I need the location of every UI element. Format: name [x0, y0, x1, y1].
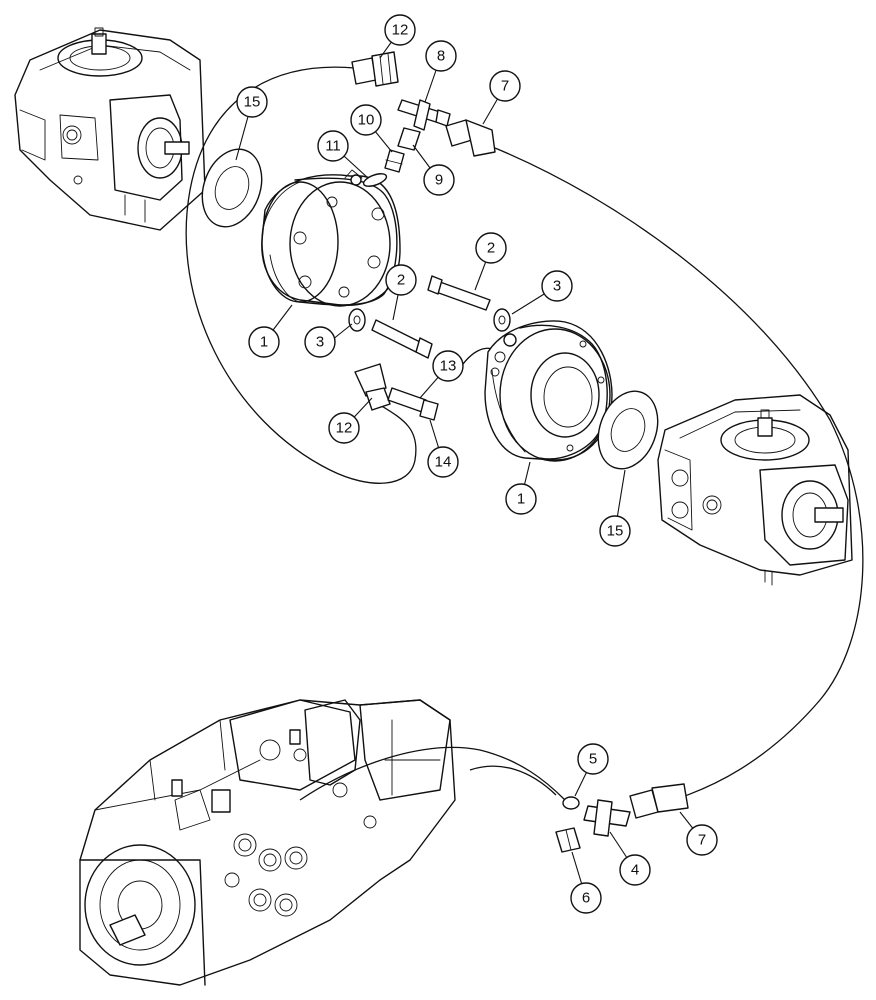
callout-11-label: 11: [325, 138, 341, 155]
oring-11: [362, 173, 388, 187]
fitting-7-lower: [629, 783, 689, 819]
fitting-12-upper: [351, 51, 399, 87]
callout-5: 5: [577, 743, 609, 775]
callout-4-label: 4: [631, 862, 639, 879]
callout-14-label: 14: [435, 454, 452, 471]
brake-housing-lower: [484, 320, 613, 462]
case-drain-hose-upper: [185, 66, 417, 484]
callout-8-label: 8: [437, 48, 445, 65]
tandem-pump-lower: [79, 699, 456, 986]
callout-8: 8: [425, 40, 457, 72]
callout-7-lower: 7: [686, 824, 718, 856]
callout-13: 13: [432, 350, 464, 382]
drive-motor-right: [657, 394, 853, 586]
callout-15-upper-label: 15: [244, 94, 261, 111]
callout-7-upper-label: 7: [501, 78, 509, 95]
callout-15-lower: 15: [599, 515, 631, 547]
callout-13-label: 13: [440, 358, 457, 375]
callout-12-lower: 12: [328, 412, 360, 444]
callout-15-upper: 15: [236, 86, 268, 118]
callout-1-upper: 1: [248, 326, 280, 358]
fitting-14: [419, 399, 439, 421]
fitting-10: [384, 149, 405, 173]
bolt-upper: [427, 275, 491, 311]
callout-7-lower-label: 7: [698, 832, 706, 849]
callout-10: 10: [350, 104, 382, 136]
brake-housing-upper: [261, 169, 401, 307]
callout-6-label: 6: [582, 890, 590, 907]
callout-1-lower-label: 1: [517, 491, 525, 508]
callout-9: 9: [423, 164, 455, 196]
tee-fitting-8: [397, 99, 451, 131]
gasket-upper: [201, 148, 263, 228]
callout-3-left: 3: [304, 326, 336, 358]
callout-5-label: 5: [589, 751, 597, 768]
gasket-lower: [597, 390, 659, 470]
callout-10-label: 10: [358, 112, 375, 129]
washer-left: [348, 308, 366, 332]
callout-1-upper-label: 1: [260, 334, 268, 351]
callout-2-upper: 2: [475, 232, 507, 264]
callout-14: 14: [427, 446, 459, 478]
callout-12-lower-label: 12: [336, 420, 353, 437]
tee-fitting-4: [583, 799, 631, 837]
fitting-9: [397, 127, 421, 151]
cap-6: [555, 827, 581, 853]
adapter-13: [387, 387, 427, 413]
callouts: 1 1 2 2 3 3 4 5 6 7 7 8 9 10 11 12 12 13…: [236, 14, 718, 914]
callout-12-upper-label: 12: [392, 22, 409, 39]
drive-motor-upper-left: [14, 27, 206, 231]
motor-connector-hose: [469, 765, 557, 796]
bolt-lower: [371, 319, 433, 359]
callout-12-upper: 12: [384, 14, 416, 46]
callout-3-left-label: 3: [316, 334, 324, 351]
callout-9-label: 9: [435, 172, 443, 189]
callout-2-lower: 2: [385, 264, 417, 296]
callout-3-right: 3: [541, 270, 573, 302]
washer-right: [493, 308, 511, 332]
callout-1-lower: 1: [505, 483, 537, 515]
case-drain-hose-lower: [494, 147, 864, 797]
callout-6: 6: [570, 882, 602, 914]
oring-5: [562, 796, 580, 810]
callout-15-lower-label: 15: [607, 523, 624, 540]
fitting-7-upper: [445, 119, 496, 157]
callout-3-right-label: 3: [553, 278, 561, 295]
callout-11: 11: [317, 130, 349, 162]
callout-2-upper-label: 2: [487, 240, 495, 257]
elbow-fitting-12-lower: [354, 363, 391, 411]
callout-7-upper: 7: [489, 70, 521, 102]
callout-2-lower-label: 2: [397, 272, 405, 289]
callout-4: 4: [619, 854, 651, 886]
